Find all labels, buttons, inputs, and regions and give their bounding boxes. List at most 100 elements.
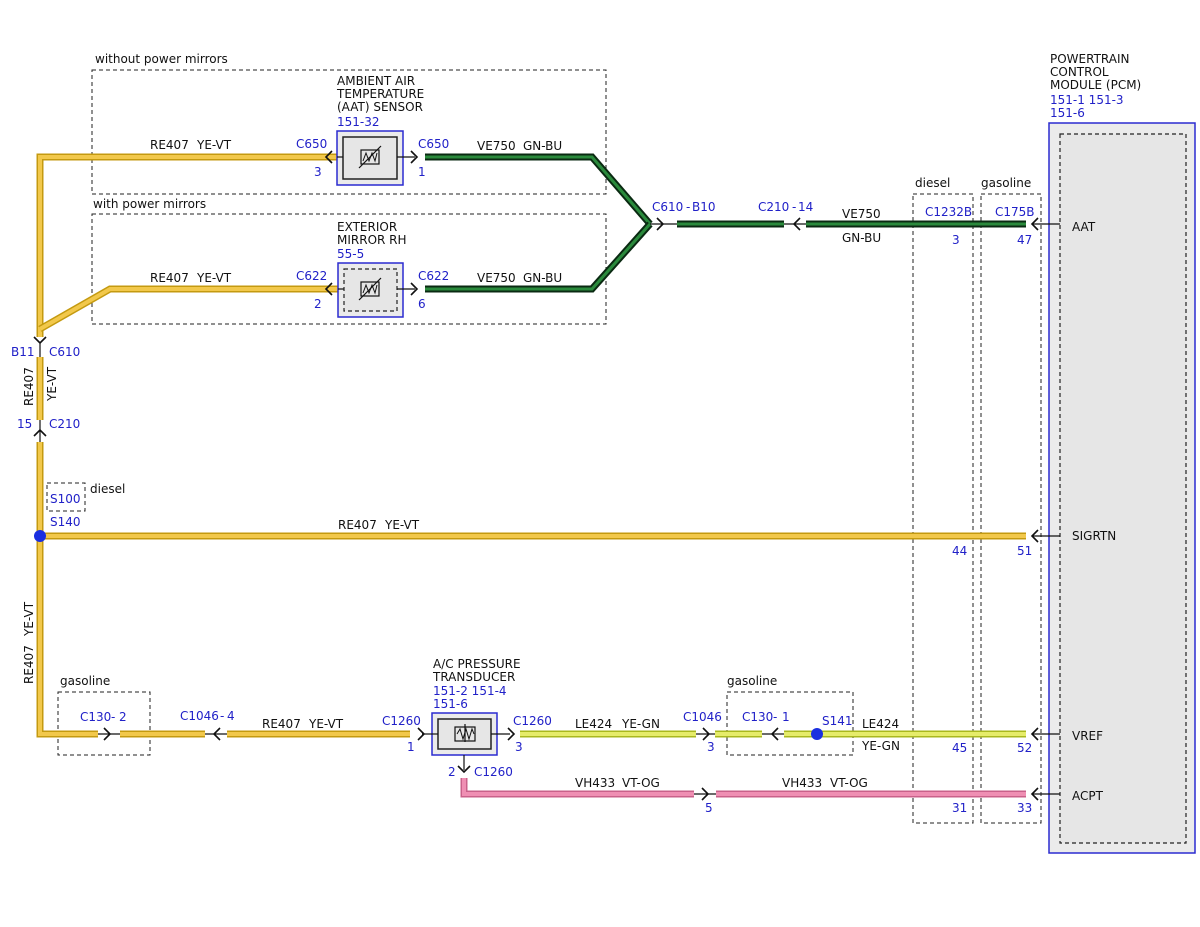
pin-label-c1046-4: 4 — [227, 709, 235, 723]
pcm-inner — [1059, 133, 1187, 844]
connector-label-c1046-4-dash: - — [220, 709, 224, 723]
connector-c650-left-arrow-icon — [324, 150, 333, 164]
pin-label-b11: B11 — [11, 345, 35, 359]
mirror-rh-name: EXTERIOR MIRROR RH — [337, 220, 407, 247]
wire-label-re407-bottom: RE407 — [262, 717, 301, 731]
wire-label-ye-gn-pcm: YE-GN — [861, 739, 900, 753]
pin-label-c210-15: 15 — [17, 417, 32, 431]
connector-label-c650-right: C650 — [418, 137, 449, 151]
region-c130-2-gasoline — [57, 691, 151, 756]
pin-label-c622-2: 2 — [314, 297, 322, 311]
connector-c1260-3-arrow-icon — [507, 727, 516, 741]
aat-thermistor-arrow-icon — [358, 145, 382, 169]
connector-c622-left-arrow-icon — [324, 282, 333, 296]
region-label-with-power-mirrors: with power mirrors — [93, 197, 206, 211]
ac-transducer-ref-line1: 151-2 151-4 — [433, 684, 507, 698]
ac-transducer-ref-line2: 151-6 — [433, 697, 468, 711]
pin-label-acpt-33: 33 — [1017, 801, 1032, 815]
wire-label-ye-vt-aat: YE-VT — [196, 138, 232, 152]
mirror-rh-ref: 55-5 — [337, 247, 364, 261]
aat-sensor-name-line2: TEMPERATURE — [336, 87, 424, 101]
wire-label-ve750-main: VE750 — [842, 207, 881, 221]
wire-vh433-transducer-core — [462, 778, 694, 796]
wire-label-ye-vt-sigrtn: YE-VT — [384, 518, 420, 532]
region-label-s100-diesel: diesel — [90, 482, 125, 496]
pin-label-c622-6: 6 — [418, 297, 426, 311]
connector-pcm-sigrtn-arrow-icon — [1030, 529, 1039, 543]
wire-label-le424-transducer: LE424 — [575, 717, 612, 731]
region-pcm-gasoline — [980, 193, 1042, 824]
wire-label-le424-pcm: LE424 — [862, 717, 899, 731]
wire-ve750-mirror-core — [425, 223, 652, 291]
pin-label-c1260-2: 2 — [448, 765, 456, 779]
mirror-thermistor-arrow-icon — [358, 277, 382, 301]
wire-label-vt-og-transducer: VT-OG — [622, 776, 660, 790]
wire-label-vh433-pcm: VH433 — [782, 776, 822, 790]
pin-label-c1260-3: 3 — [515, 740, 523, 754]
pcm-pin-acpt: ACPT — [1072, 789, 1104, 803]
pin-label-c1046-5: 5 — [705, 801, 713, 815]
wire-label-gn-bu-aat: GN-BU — [523, 139, 562, 153]
connector-label-c130-2-dash: - — [111, 710, 115, 724]
connector-pcm-aat-arrow-icon — [1030, 217, 1039, 231]
region-label-c130-1-gasoline: gasoline — [727, 674, 777, 688]
wire-label-vh433-transducer: VH433 — [575, 776, 615, 790]
pin-label-vref-45: 45 — [952, 741, 967, 755]
aat-sensor-name: AMBIENT AIR TEMPERATURE (AAT) SENSOR — [336, 74, 428, 114]
wire-label-gn-bu-mirror: GN-BU — [523, 271, 562, 285]
aat-thermistor-symbol — [360, 149, 380, 165]
pcm-ref: 151-1 151-3 151-6 — [1050, 93, 1127, 120]
pcm-name-line1: POWERTRAIN — [1050, 52, 1130, 66]
pin-label-c130-1: 1 — [782, 710, 790, 724]
region-label-without-power-mirrors: without power mirrors — [95, 52, 228, 66]
wire-re407-aat-feed — [36, 153, 338, 337]
connector-label-c650-left: C650 — [296, 137, 327, 151]
splice-s141 — [811, 728, 823, 740]
aat-sensor-name-line1: AMBIENT AIR — [337, 74, 415, 88]
connector-label-c130-1: C130 — [742, 710, 773, 724]
ac-transducer-ref: 151-2 151-4 151-6 — [433, 684, 510, 711]
wire-label-re407-lower-vertical: RE407 — [22, 645, 36, 684]
connector-label-c130-2: C130 — [80, 710, 111, 724]
region-label-c130-2-gasoline: gasoline — [60, 674, 110, 688]
connector-label-c210-14-dash: - — [792, 200, 796, 214]
ac-transducer-name-line2: TRANSDUCER — [432, 670, 515, 684]
connector-c622-right-arrow-icon — [410, 282, 419, 296]
pcm-name-line2: CONTROL — [1050, 65, 1109, 79]
connector-label-s100: S100 — [50, 492, 81, 506]
connector-c610-b11-arrow-icon — [33, 336, 47, 345]
ac-transducer-name-line1: A/C PRESSURE — [433, 657, 521, 671]
region-s100-diesel — [46, 482, 86, 512]
connector-label-c610-b10: C610 — [652, 200, 683, 214]
aat-sensor-ref: 151-32 — [337, 115, 380, 129]
aat-sensor-name-line3: (AAT) SENSOR — [337, 100, 423, 114]
wire-label-ve750-mirror: VE750 — [477, 271, 516, 285]
wire-label-ye-vt-mirror: YE-VT — [196, 271, 232, 285]
pcm-pin-sigrtn: SIGRTN — [1072, 529, 1116, 543]
wire-label-vt-og-pcm: VT-OG — [830, 776, 868, 790]
pcm-pin-aat: AAT — [1072, 220, 1096, 234]
wire-label-ve750-aat: VE750 — [477, 139, 516, 153]
wire-re407-mirror-feed-core — [39, 287, 338, 331]
pcm-name: POWERTRAIN CONTROL MODULE (PCM) — [1050, 52, 1141, 92]
connector-label-c1046-4: C1046 — [180, 709, 219, 723]
mirror-rh-name-line2: MIRROR RH — [337, 233, 407, 247]
region-without-power-mirrors — [91, 69, 607, 195]
connector-label-c130-1-dash: - — [773, 710, 777, 724]
pin-label-c1260-1: 1 — [407, 740, 415, 754]
connector-label-s140: S140 — [50, 515, 81, 529]
connector-label-c1260-bottom: C1260 — [474, 765, 513, 779]
connector-pcm-vref-arrow-icon — [1030, 727, 1039, 741]
region-pcm-diesel — [912, 193, 974, 824]
connector-label-c610-b10-dash: - — [686, 200, 690, 214]
wire-label-gn-bu-main: GN-BU — [842, 231, 881, 245]
wire-label-re407-sigrtn: RE407 — [338, 518, 377, 532]
pin-label-sigrtn-51: 51 — [1017, 544, 1032, 558]
pin-label-c650-3: 3 — [314, 165, 322, 179]
pin-label-sigrtn-44: 44 — [952, 544, 967, 558]
connector-c1260-1-arrow-icon — [417, 727, 426, 741]
wire-ve750-aat-core — [425, 155, 652, 225]
region-c130-1-gasoline — [726, 691, 854, 756]
region-label-pcm-diesel: diesel — [915, 176, 950, 190]
connector-pcm-acpt-arrow-icon — [1030, 787, 1039, 801]
